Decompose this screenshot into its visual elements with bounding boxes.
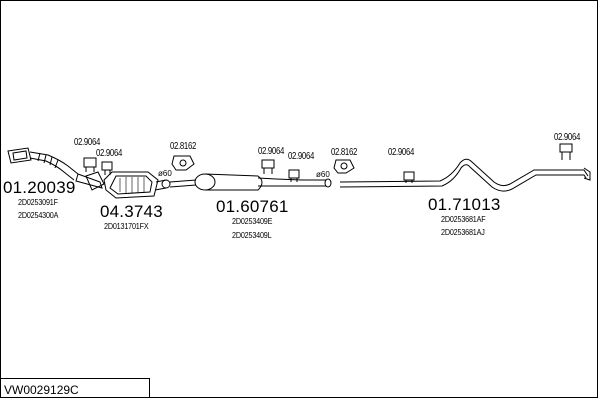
hanger-6	[559, 143, 573, 160]
hanger-5	[403, 171, 415, 183]
middle-silencer	[194, 173, 332, 191]
hanger-1	[83, 157, 97, 172]
accessory-number: 02.8162	[170, 141, 197, 152]
oe-reference: 2D0131701FX	[104, 222, 149, 231]
oe-reference: 2D0253681AJ	[441, 228, 485, 237]
part-number: 01.20039	[3, 178, 76, 197]
clamp-2	[333, 159, 355, 174]
oe-reference: 2D0253091F	[18, 198, 58, 207]
pipe-diameter: ø60	[316, 170, 330, 179]
kit-code: VW0029129C	[4, 383, 79, 397]
rear-pipe	[339, 158, 591, 192]
center-pipe	[169, 179, 197, 188]
oe-reference: 2D0253409E	[232, 217, 273, 226]
part-number: 01.60761	[216, 197, 289, 216]
accessory-number: 02.8162	[331, 147, 358, 158]
kit-code-box: VW0029129C	[0, 378, 150, 398]
oe-reference: 2D0254300A	[18, 211, 59, 220]
front-pipe	[7, 147, 103, 189]
pipe-diameter: ø60	[158, 169, 172, 178]
hanger-2	[101, 161, 113, 175]
accessory-number: 02.9064	[96, 148, 123, 159]
oe-reference: 2D0253681AF	[441, 215, 486, 224]
oe-reference: 2D0253409L	[232, 231, 272, 240]
catalytic-converter	[85, 171, 171, 199]
part-number: 04.3743	[100, 202, 163, 221]
part-number: 01.71013	[428, 195, 501, 214]
hanger-4	[288, 169, 300, 182]
accessory-number: 02.9064	[258, 146, 285, 157]
hanger-3	[261, 159, 275, 174]
clamp-1	[171, 155, 195, 171]
accessory-number: 02.9064	[74, 137, 101, 148]
accessory-number: 02.9064	[388, 147, 415, 158]
accessory-number: 02.9064	[288, 151, 315, 162]
accessory-number: 02.9064	[554, 132, 581, 143]
